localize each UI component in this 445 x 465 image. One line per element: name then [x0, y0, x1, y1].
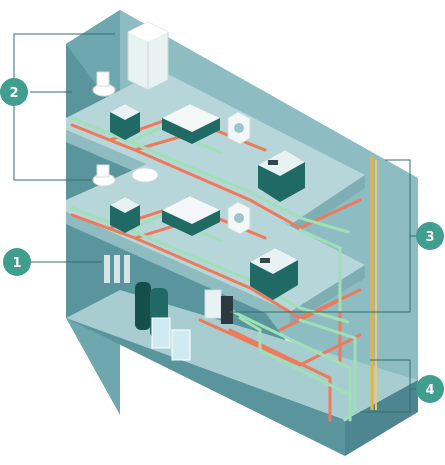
bathtub-middle: [162, 196, 220, 236]
brine-tanks: [151, 317, 191, 361]
upper-floor-edge-right: [290, 175, 365, 238]
washing-machine-upper: [227, 111, 251, 145]
basin-upper: [131, 167, 159, 183]
middle-floor-edge: [66, 212, 290, 324]
sink-cabinet-middle: [110, 197, 140, 233]
marker-1[interactable]: 1: [3, 248, 31, 276]
pipe-manifold: [104, 255, 130, 283]
shower-cabin: [127, 21, 169, 91]
washing-machine-middle: [227, 201, 251, 235]
svg-text:3: 3: [425, 230, 434, 245]
svg-text:4: 4: [425, 383, 434, 398]
boiler-unit: [204, 289, 233, 324]
callout-lines: [13, 33, 418, 413]
marker-4[interactable]: 4: [416, 375, 444, 403]
bidet-upper: [92, 164, 116, 187]
marker-2[interactable]: 2: [0, 78, 28, 106]
kitchen-counter-upper: [258, 150, 305, 202]
marker-3[interactable]: 3: [416, 222, 444, 250]
svg-text:2: 2: [9, 86, 18, 101]
toilet-upper: [92, 71, 116, 97]
outer-right-face: [345, 380, 418, 456]
svg-text:1: 1: [12, 256, 21, 271]
kitchen-counter-middle: [250, 248, 298, 300]
bathtub-upper: [162, 104, 220, 144]
sink-cabinet-upper: [110, 104, 140, 140]
